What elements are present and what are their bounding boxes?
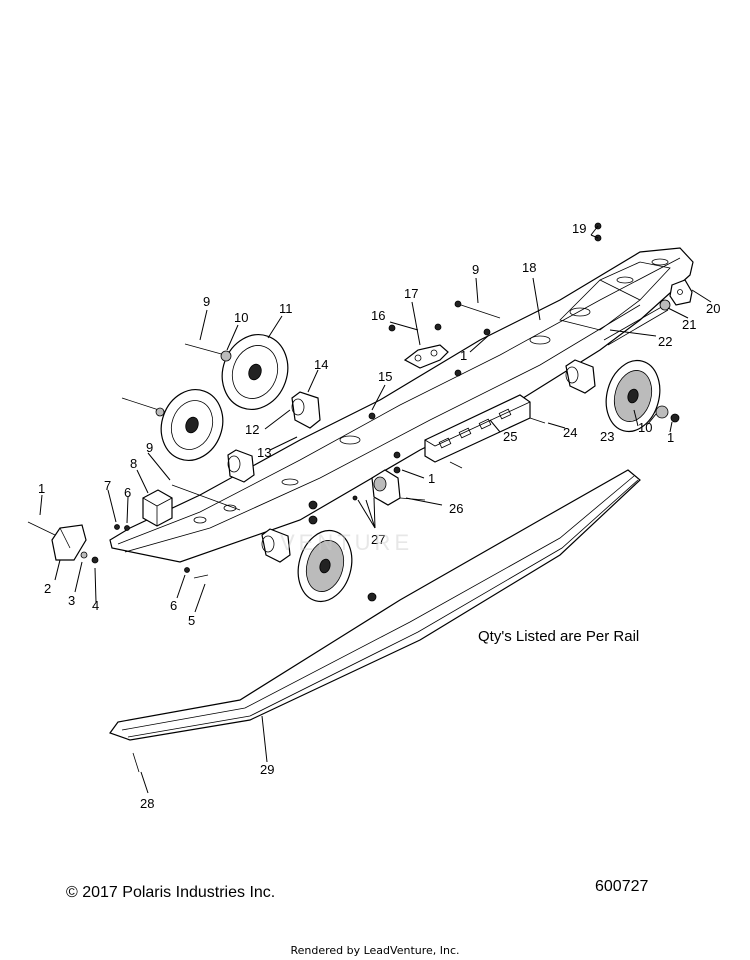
watermark: VENTURE xyxy=(280,530,414,555)
callout-9c: 9 xyxy=(472,262,479,277)
copyright-text: © 2017 Polaris Industries Inc. xyxy=(66,884,276,901)
callout-24: 24 xyxy=(563,425,577,440)
bolts xyxy=(27,303,669,773)
callout-10a: 10 xyxy=(234,310,248,325)
callout-22: 22 xyxy=(658,334,672,349)
callout-5: 5 xyxy=(188,613,195,628)
callout-20: 20 xyxy=(706,301,720,316)
block-25 xyxy=(424,394,531,463)
bracket-lower xyxy=(261,528,291,563)
nose-bumper-2 xyxy=(51,524,87,561)
callout-1c: 1 xyxy=(428,471,435,486)
callout-26: 26 xyxy=(449,501,463,516)
plate-20 xyxy=(669,279,693,306)
diagram-number: 600727 xyxy=(595,878,649,895)
hardware xyxy=(80,222,680,602)
callout-11: 11 xyxy=(279,301,293,316)
block-8 xyxy=(142,489,173,527)
callout-1b: 1 xyxy=(460,348,467,363)
idler-wheel-upper xyxy=(160,389,224,461)
callout-16: 16 xyxy=(371,308,385,323)
wheel-lower xyxy=(297,529,353,603)
suspension-rail xyxy=(109,247,694,563)
callouts: 1 2 3 4 5 6 6 7 8 9 9 9 10 10 11 12 13 1… xyxy=(38,221,720,811)
callout-9a: 9 xyxy=(203,294,210,309)
callout-1: 1 xyxy=(38,481,45,496)
callout-18: 18 xyxy=(522,260,536,275)
rail-slide xyxy=(109,469,641,741)
callout-2: 2 xyxy=(44,581,51,596)
wheel-23 xyxy=(605,359,661,433)
rendered-by-text: Rendered by LeadVenture, Inc. xyxy=(290,944,460,957)
callout-7: 7 xyxy=(104,478,111,493)
callout-19: 19 xyxy=(572,221,586,236)
callout-10b: 10 xyxy=(638,420,652,435)
callout-3: 3 xyxy=(68,593,75,608)
bracket-rear xyxy=(565,359,596,394)
callout-17: 17 xyxy=(404,286,418,301)
callout-21: 21 xyxy=(682,317,696,332)
bracket-13 xyxy=(227,449,255,483)
callout-8: 8 xyxy=(130,456,137,471)
callout-1d: 1 xyxy=(667,430,674,445)
callout-23: 23 xyxy=(600,429,614,444)
callout-25: 25 xyxy=(503,429,517,444)
callout-15: 15 xyxy=(378,369,392,384)
leader-lines xyxy=(39,225,712,794)
callout-9b: 9 xyxy=(146,440,153,455)
pivot-26 xyxy=(371,469,401,506)
callout-6b: 6 xyxy=(124,485,131,500)
callout-27: 27 xyxy=(371,532,385,547)
callout-29: 29 xyxy=(260,762,274,777)
callout-12: 12 xyxy=(245,422,259,437)
bracket-17 xyxy=(403,344,449,369)
callout-13: 13 xyxy=(257,445,271,460)
callout-6a: 6 xyxy=(170,598,177,613)
callout-28: 28 xyxy=(140,796,154,811)
bracket-14 xyxy=(291,391,321,429)
callout-14: 14 xyxy=(314,357,328,372)
idler-wheel-11 xyxy=(221,334,289,410)
quantity-note: Qty's Listed are Per Rail xyxy=(478,628,640,645)
callout-4: 4 xyxy=(92,598,99,613)
